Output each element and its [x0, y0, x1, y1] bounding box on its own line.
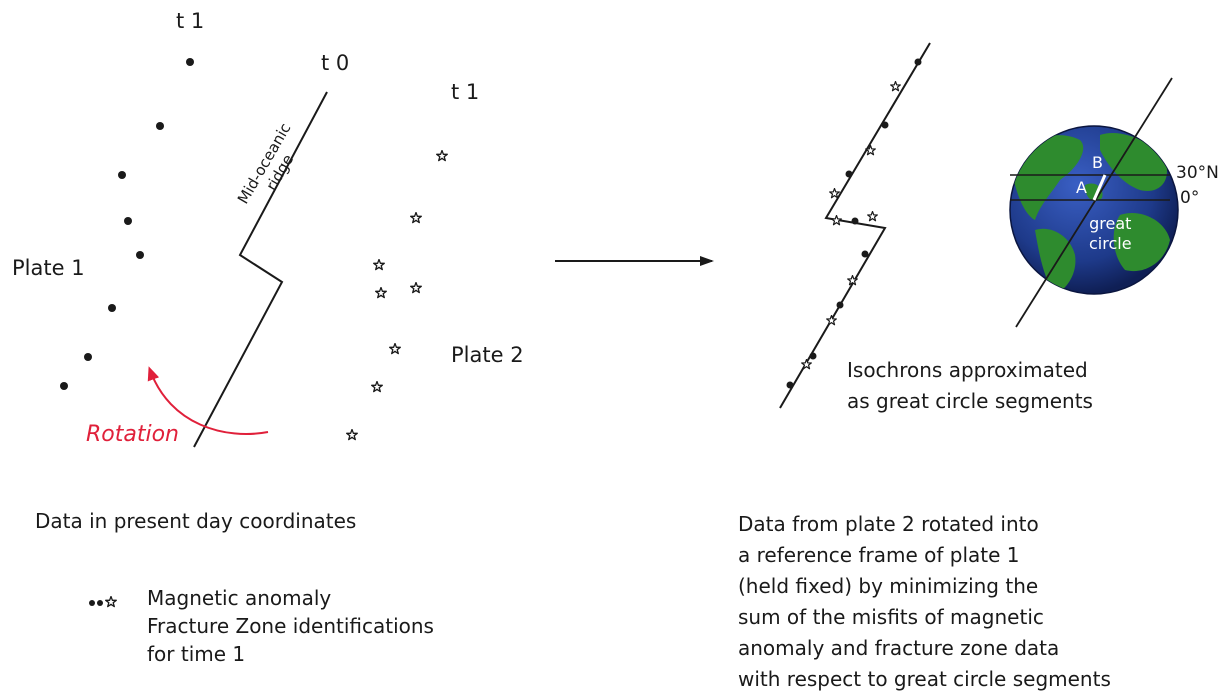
- great-circle-label: great circle: [1089, 214, 1132, 254]
- isochrons-line: Isochrons approximated: [847, 358, 1088, 382]
- anomaly-dot: [836, 301, 844, 309]
- anomaly-dot: [118, 171, 126, 179]
- legend-symbols: [89, 596, 117, 608]
- circle-label: circle: [1089, 234, 1132, 253]
- plate2-label: Plate 2: [451, 343, 524, 367]
- plate2-anomaly-stars: [346, 150, 448, 441]
- left-caption: Data in present day coordinates: [35, 509, 357, 533]
- anomaly-dot: [809, 352, 817, 360]
- anomaly-dot: [60, 382, 68, 390]
- ridge-line: [193, 91, 328, 448]
- rotation-label: Rotation: [86, 422, 179, 447]
- anomaly-star: [346, 429, 358, 441]
- anomaly-dot: [156, 122, 164, 130]
- time-label-t0: t 0: [321, 51, 350, 75]
- anomaly-dot: [861, 250, 869, 258]
- isochrons-caption: Isochrons approximated as great circle s…: [847, 355, 1093, 417]
- anomaly-dot: [851, 217, 859, 225]
- anomaly-star: [389, 343, 401, 355]
- point-a-label: A: [1076, 178, 1087, 197]
- equator-label: 0°: [1180, 188, 1200, 208]
- anomaly-dot: [136, 251, 144, 259]
- globe: [1009, 77, 1179, 328]
- anomaly-star: [890, 81, 901, 92]
- great-label: great: [1089, 214, 1132, 233]
- anomaly-star: [831, 215, 842, 226]
- plate1-label: Plate 1: [12, 256, 85, 280]
- anomaly-star: [371, 381, 383, 393]
- right-caption-line: sum of the misfits of magnetic: [738, 605, 1044, 629]
- isochrons-line: as great circle segments: [847, 389, 1093, 413]
- fitted-dots: [786, 58, 922, 389]
- anomaly-star: [410, 212, 422, 224]
- great-circle-line: [1015, 77, 1173, 328]
- anomaly-dot: [914, 58, 922, 66]
- time-label-t1-plate1: t 1: [176, 9, 205, 33]
- anomaly-dot: [786, 381, 794, 389]
- right-caption-line: with respect to great circle segments: [738, 667, 1111, 691]
- legend-dot-icon: [97, 600, 103, 606]
- anomaly-star: [867, 211, 878, 222]
- anomaly-star: [373, 259, 385, 271]
- legend-star-icon: [105, 596, 117, 608]
- right-caption: Data from plate 2 rotated into a referen…: [738, 509, 1111, 695]
- legend-line: Magnetic anomaly: [147, 586, 332, 610]
- rotation-arrow: [147, 366, 269, 435]
- anomaly-dot: [186, 58, 194, 66]
- anomaly-star: [375, 287, 387, 299]
- anomaly-dot: [845, 170, 853, 178]
- legend-line: for time 1: [147, 642, 246, 666]
- anomaly-star: [436, 150, 448, 162]
- great-circle-segments: [779, 42, 931, 409]
- segment-ab: [1092, 174, 1107, 201]
- right-caption-line: anomaly and fracture zone data: [738, 636, 1060, 660]
- anomaly-star: [826, 315, 837, 326]
- anomaly-dot: [124, 217, 132, 225]
- anomaly-dot: [881, 121, 889, 129]
- legend-text: Magnetic anomaly Fracture Zone identific…: [147, 584, 434, 668]
- right-caption-line: (held fixed) by minimizing the: [738, 574, 1039, 598]
- legend-dot-icon: [89, 600, 95, 606]
- right-caption-line: a reference frame of plate 1: [738, 543, 1020, 567]
- anomaly-dot: [84, 353, 92, 361]
- latitude-30n-label: 30°N: [1176, 163, 1219, 183]
- time-label-t1-plate2: t 1: [451, 80, 480, 104]
- legend-line: Fracture Zone identifications: [147, 614, 434, 638]
- point-b-label: B: [1092, 153, 1103, 172]
- anomaly-dot: [108, 304, 116, 312]
- plate1-anomaly-dots: [60, 58, 194, 390]
- right-caption-line: Data from plate 2 rotated into: [738, 512, 1039, 536]
- anomaly-star: [410, 282, 422, 294]
- anomaly-star: [865, 145, 876, 156]
